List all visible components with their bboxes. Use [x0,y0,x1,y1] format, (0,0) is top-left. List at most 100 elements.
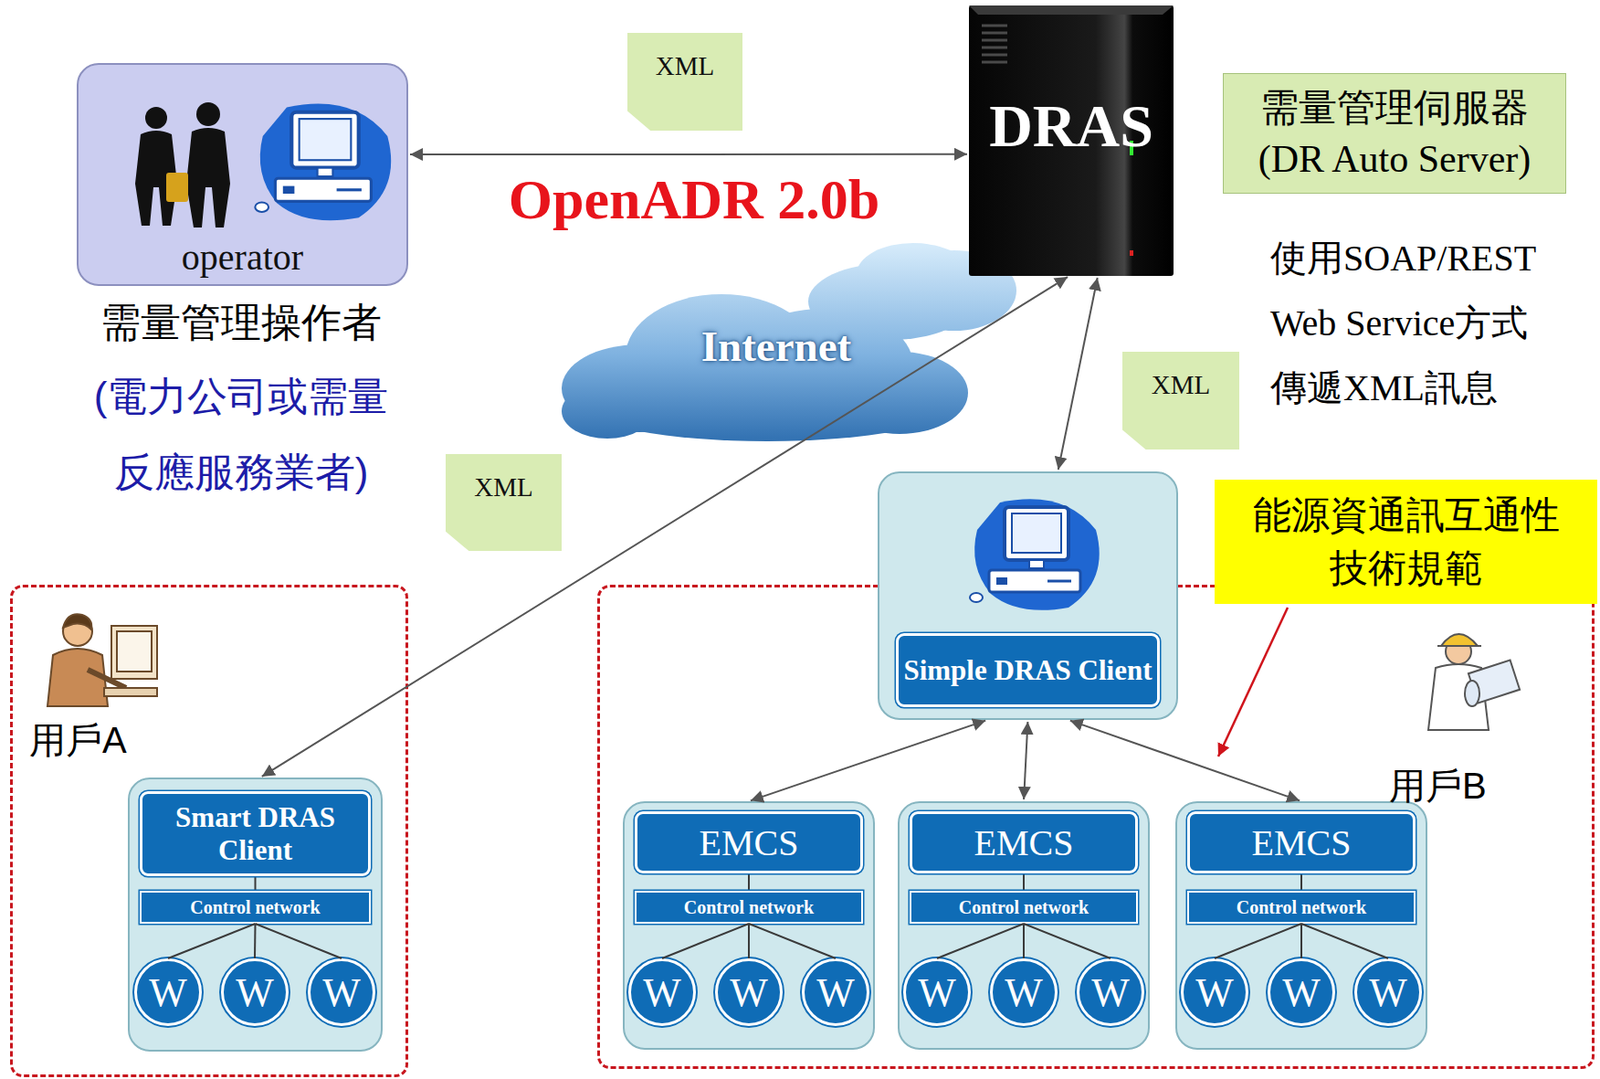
cloud-puff [856,242,970,306]
monitor [1004,506,1069,560]
cloud-label: Internet [675,321,877,371]
device-circle: W [221,957,289,1026]
person-body [186,127,231,228]
server-name: DRAS [968,89,1174,163]
text-slot: W [905,960,969,1023]
network-label: Control network [1189,892,1414,922]
emcs-box: EMCSControl networkWWW [1175,800,1428,1050]
device-label: W [717,960,780,1023]
emcs-box: EMCSControl networkWWW [897,800,1150,1050]
screen [116,631,152,672]
connector [1023,721,1028,800]
device-label: W [905,960,969,1023]
vent [981,61,1008,64]
text-slot: Simple DRAS Client [895,632,1160,707]
text-slot: W [1357,960,1420,1023]
device-label: W [631,960,694,1023]
network-bar: Control network [1187,890,1416,924]
network-bar: Control network [634,890,864,924]
text-slot: OpenADR 2.0b [461,167,927,232]
text-slot: XML [1122,351,1240,450]
operator-box: operator需量管理操作者(電力公司或需量反應服務業者) [76,63,409,286]
drive-slot [1047,579,1072,583]
screen [299,118,352,160]
text-slot: 能源資通訊互通性 技術規範 [1214,479,1598,604]
user-icon [1428,633,1520,730]
device-circle: W [989,957,1058,1026]
client-title: Simple DRAS Client [895,632,1160,707]
note-text: 需量管理伺服器 (DR Auto Server) [1223,73,1566,193]
hat-brim [1437,644,1482,647]
connector [168,923,256,958]
text-slot: EMCS [1187,810,1416,874]
customer-region: 用戶BSimple DRAS ClientEMCSControl network… [597,584,1595,1069]
arm [87,669,127,688]
text-slot: Internet [675,321,877,371]
operator-label: operator [78,232,407,281]
text-slot: Control network [911,892,1137,922]
text-slot: XML [445,453,562,551]
text-slot: Control network [141,892,369,922]
text-slot: operator [78,232,407,281]
connector [1300,923,1303,958]
network-bar: Control network [909,890,1138,924]
connector [662,923,749,958]
leader-arrow [1218,607,1288,757]
device-label: W [136,960,200,1023]
callout-text: 能源資通訊互通性 技術規範 [1214,479,1598,604]
link-stub [1022,873,1025,891]
vent [981,46,1008,50]
text-slot: W [717,960,780,1023]
connector [1022,923,1025,958]
user-icon [47,613,158,706]
text-slot: W [992,960,1055,1023]
computer-icon [969,498,1100,611]
text-slot: W [631,960,694,1023]
server-note: 需量管理伺服器 (DR Auto Server) [1222,73,1567,194]
text-slot: W [136,960,200,1023]
device-circle: W [307,957,376,1026]
device-label: W [1270,960,1333,1023]
callout-note: 能源資通訊互通性 技術規範 [1214,479,1598,604]
text-slot: XML [627,32,743,131]
text-slot: EMCS [634,810,864,874]
text-slot: W [1270,960,1333,1023]
mouse [254,201,269,212]
device-label: W [992,960,1055,1023]
operator-figures [135,102,231,228]
message-note: XML [1122,351,1240,450]
hard-hat [1441,633,1478,646]
role-heading: 需量管理操作者 [40,298,443,347]
cloud-puff [561,383,653,439]
device-circle: W [628,957,696,1026]
connector [747,923,750,958]
connector [410,153,968,156]
keyboard [104,687,158,696]
drive-slot [336,188,362,191]
network-label: Control network [636,892,862,922]
device-circle: W [1180,957,1249,1026]
client-box: Simple DRAS Client [877,471,1179,720]
connector [748,923,836,958]
vent [981,53,1008,57]
device-circle: W [715,957,783,1026]
transport-note: 使用SOAP/REST Web Service方式 傳遞XML訊息 [1270,225,1549,421]
text-slot: Control network [1189,892,1414,922]
device-label: W [310,960,373,1023]
text-slot: EMCS [909,810,1138,874]
text-slot: Smart DRAS Client [139,790,371,876]
device-circle: W [801,957,870,1026]
text-slot: (電力公司或需量反應服務業者) [85,357,397,510]
monitor [111,625,158,679]
computer-icon [254,104,391,222]
text-slot: 用戶A [29,715,148,766]
connector [750,720,986,801]
connector [1058,277,1098,470]
message-note: XML [445,453,562,551]
person-head [196,102,221,127]
icon-blob [974,498,1100,611]
drive-slot [996,577,1008,585]
connector [936,923,1024,958]
base-unit [274,178,371,201]
